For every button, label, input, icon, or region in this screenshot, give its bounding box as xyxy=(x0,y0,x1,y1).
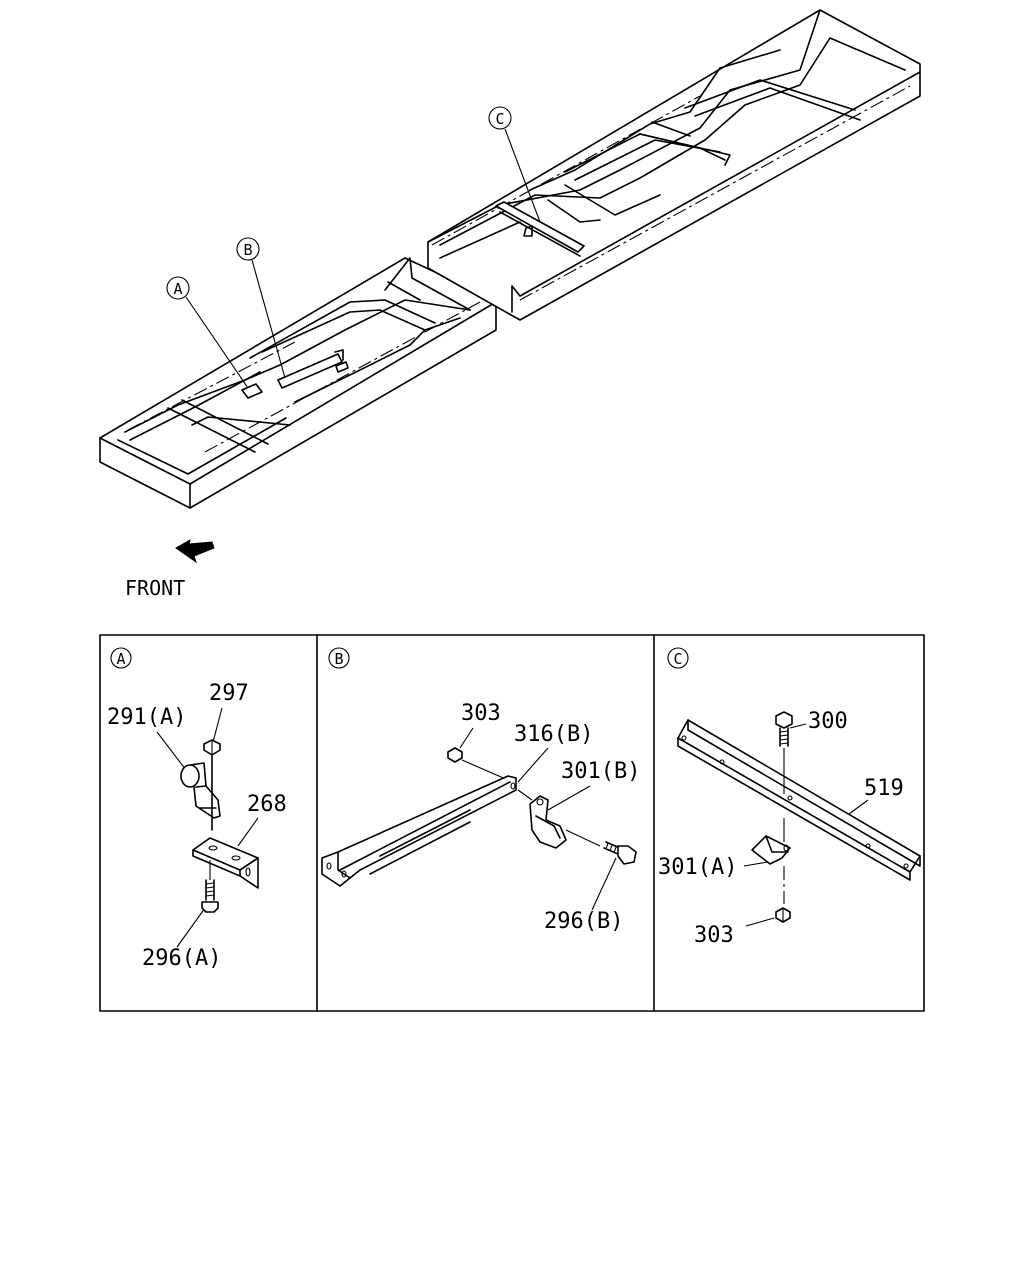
detail-frame xyxy=(99,634,925,1012)
callout-c: C xyxy=(488,106,541,223)
detail-b: B 303 316(B) 301(B) 296(B) xyxy=(321,647,640,934)
front-label: FRONT xyxy=(125,576,185,600)
callout-a-label: A xyxy=(173,280,182,298)
callout-c-label: C xyxy=(495,110,504,128)
bolt-300-icon xyxy=(775,711,793,794)
clip-291a-icon xyxy=(180,755,221,831)
callout-a: A xyxy=(166,276,249,389)
part-label-296a: 296(A) xyxy=(142,946,221,971)
bolt-296a-icon xyxy=(201,860,219,913)
bolt-296b-icon xyxy=(603,841,637,865)
part-label-296b: 296(B) xyxy=(544,909,623,934)
frame-overview: A B C FRONT xyxy=(99,9,921,600)
detail-a: A 297 291(A) 268 296(A) xyxy=(107,647,287,971)
part-label-297: 297 xyxy=(209,681,249,706)
callout-b-label: B xyxy=(243,241,252,259)
frame-rear-section xyxy=(427,9,921,321)
crossmember-519-icon xyxy=(677,719,921,881)
part-label-300: 300 xyxy=(808,709,848,734)
part-label-519: 519 xyxy=(864,776,904,801)
part-label-268: 268 xyxy=(247,792,287,817)
part-label-301a: 301(A) xyxy=(658,855,737,880)
clip-301a-icon xyxy=(751,818,791,865)
callout-b: B xyxy=(236,237,286,379)
part-label-291a: 291(A) xyxy=(107,705,186,730)
part-label-303-b: 303 xyxy=(461,701,501,726)
bracket-268-icon xyxy=(192,837,259,889)
detail-c-marker: C xyxy=(673,650,682,668)
part-label-303-c: 303 xyxy=(694,923,734,948)
part-label-316b: 316(B) xyxy=(514,722,593,747)
detail-b-marker: B xyxy=(334,650,343,668)
bracket-316b-icon xyxy=(321,775,517,887)
frame-front-section xyxy=(99,257,497,509)
nut-303-icon xyxy=(447,747,463,763)
front-arrow-icon xyxy=(175,538,215,564)
detail-a-marker: A xyxy=(116,650,125,668)
detail-c: C 300 519 301(A) 303 xyxy=(658,647,921,948)
part-label-301b: 301(B) xyxy=(561,759,640,784)
clip-301b-icon xyxy=(517,789,601,849)
